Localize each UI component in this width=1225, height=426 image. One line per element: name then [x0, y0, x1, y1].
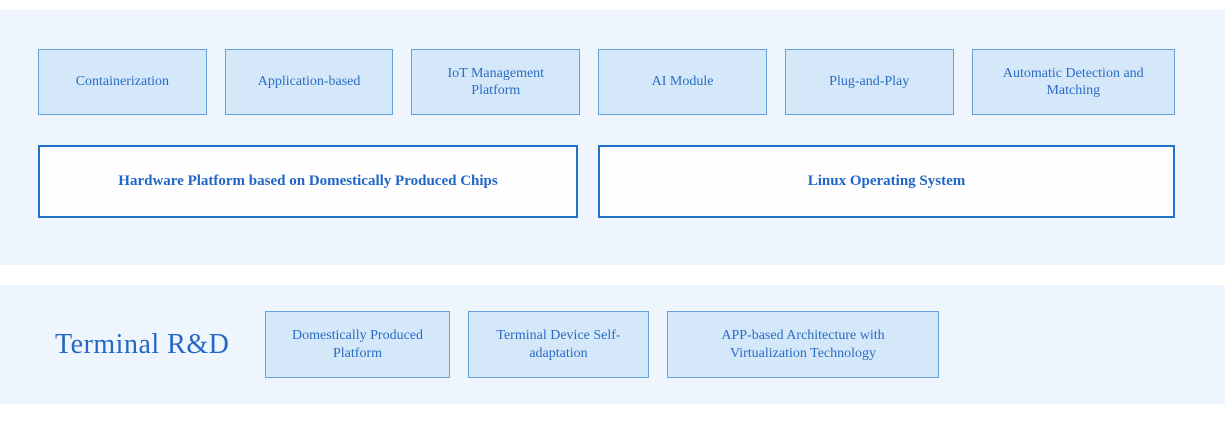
box-app-based-architecture: APP-based Architecture with Virtualizati… [667, 311, 939, 378]
box-plug-and-play: Plug-and-Play [784, 49, 954, 115]
box-label: IoT Management Platform [447, 65, 545, 99]
box-iot-management-platform: IoT Management Platform [411, 49, 581, 115]
section-title-terminal-rd: Terminal R&D [55, 328, 230, 360]
box-label: Application-based [257, 74, 361, 90]
box-label: AI Module [651, 74, 714, 90]
box-label: APP-based Architecture with Virtualizati… [721, 328, 885, 361]
box-linux-operating-system: Linux Operating System [598, 145, 1175, 218]
box-label: Terminal Device Self-adaptation [496, 328, 621, 361]
lower-section: Terminal R&D Domestically Produced Platf… [0, 285, 1225, 404]
box-label: Linux Operating System [807, 173, 966, 189]
box-hardware-platform: Hardware Platform based on Domestically … [38, 145, 578, 218]
terminal-rd-row: Domestically Produced Platform Terminal … [265, 311, 939, 378]
box-application-based: Application-based [224, 49, 394, 115]
capability-row: Containerization Application-based IoT M… [38, 49, 1175, 115]
box-label: Automatic Detection and Matching [1002, 65, 1144, 99]
box-domestically-produced-platform: Domestically Produced Platform [265, 311, 450, 378]
box-label: Domestically Produced Platform [291, 328, 424, 361]
box-terminal-device-self-adaptation: Terminal Device Self-adaptation [468, 311, 649, 378]
box-containerization: Containerization [38, 49, 207, 115]
upper-section: Containerization Application-based IoT M… [0, 10, 1225, 265]
platform-row: Hardware Platform based on Domestically … [38, 145, 1175, 218]
box-label: Plug-and-Play [829, 74, 910, 90]
box-ai-module: AI Module [598, 49, 767, 115]
box-automatic-detection-matching: Automatic Detection and Matching [971, 49, 1175, 115]
box-label: Containerization [75, 74, 170, 90]
box-label: Hardware Platform based on Domestically … [118, 173, 498, 189]
